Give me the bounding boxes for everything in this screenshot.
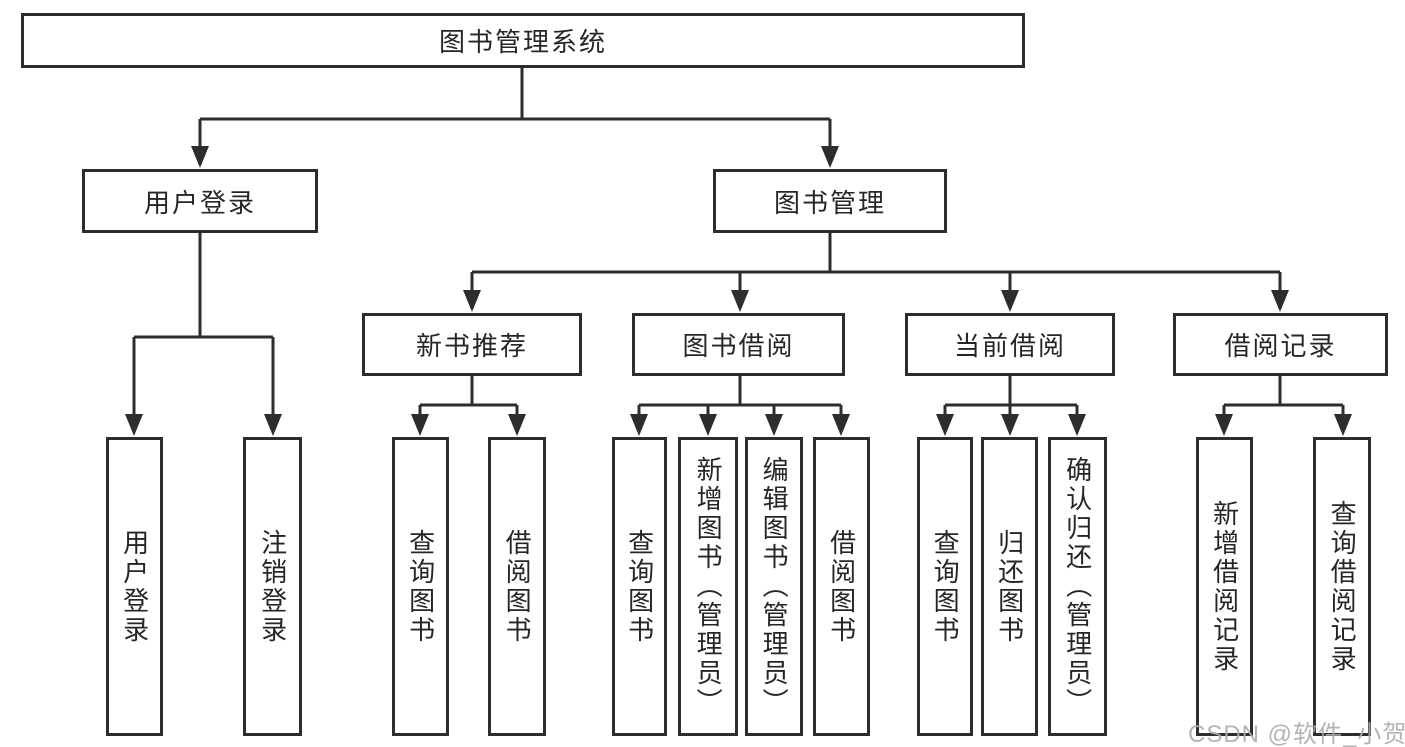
node-book-management: 图书管理 xyxy=(713,169,947,233)
leaf-return-books: 归还图书 xyxy=(981,437,1038,736)
leaf-query-books-current: 查询图书 xyxy=(917,437,973,736)
leaf-query-books-recommend: 查询图书 xyxy=(392,437,449,736)
leaf-query-borrow-record: 查询借阅记录 xyxy=(1313,437,1371,736)
leaf-edit-books-admin: 编辑图书（管理员） xyxy=(745,437,803,736)
node-root: 图书管理系统 xyxy=(21,13,1025,68)
node-borrow-record: 借阅记录 xyxy=(1173,313,1388,376)
leaf-user-login: 用户登录 xyxy=(106,437,163,736)
node-user-login: 用户登录 xyxy=(82,169,318,233)
node-current-borrow: 当前借阅 xyxy=(905,313,1115,376)
leaf-borrow-books-recommend: 借阅图书 xyxy=(488,437,546,736)
node-book-borrow: 图书借阅 xyxy=(632,313,845,376)
leaf-add-books-admin: 新增图书（管理员） xyxy=(678,437,738,736)
arrowheads xyxy=(125,146,1352,436)
leaf-query-books-borrow: 查询图书 xyxy=(612,437,667,736)
leaf-logout: 注销登录 xyxy=(243,437,302,736)
leaf-confirm-return-admin: 确认归还（管理员） xyxy=(1048,437,1107,736)
watermark: CSDN @软件_小贺同学 xyxy=(1188,721,1405,747)
leaf-add-borrow-record: 新增借阅记录 xyxy=(1196,437,1253,736)
leaf-borrow-books: 借阅图书 xyxy=(813,437,870,736)
node-new-book-recommend: 新书推荐 xyxy=(362,313,582,376)
